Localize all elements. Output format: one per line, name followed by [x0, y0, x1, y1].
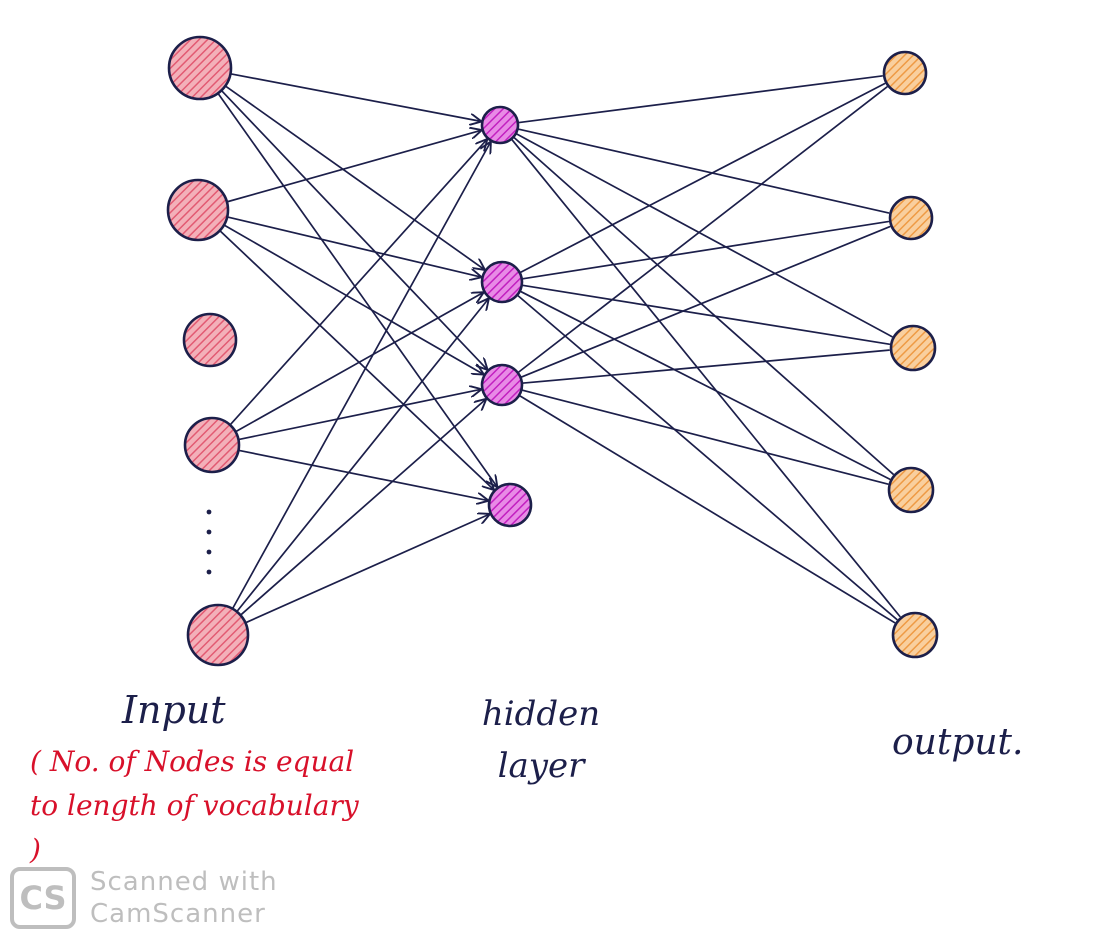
connection-lines	[217, 72, 901, 624]
edge-input-3-hidden-2	[237, 389, 480, 441]
input-ellipsis	[206, 509, 212, 575]
edge-hidden-1-output-4	[516, 294, 898, 621]
edge-input-0-hidden-1	[224, 85, 484, 269]
edge-hidden-2-output-0	[516, 86, 888, 374]
edge-hidden-0-output-1	[516, 128, 890, 214]
edge-hidden-1-output-2	[520, 284, 891, 346]
input-layer-label: Input	[122, 688, 226, 732]
camscanner-logo: CS	[10, 867, 76, 929]
edge-input-4-hidden-0	[231, 143, 491, 610]
edge-hidden-0-output-0	[517, 75, 884, 124]
watermark-line-2: CamScanner	[90, 899, 266, 929]
edge-input-0-hidden-0	[229, 72, 480, 121]
edge-input-3-hidden-3	[237, 449, 487, 500]
edge-hidden-2-output-4	[518, 394, 896, 624]
edge-input-0-hidden-2	[220, 89, 486, 369]
hidden-node-3	[480, 363, 524, 407]
output-node-5	[891, 611, 939, 659]
edge-hidden-1-output-0	[518, 82, 886, 274]
input-node-5	[186, 603, 250, 667]
edge-hidden-0-output-2	[514, 132, 893, 338]
output-node-2	[888, 195, 934, 241]
camscanner-watermark: CS Scanned with CamScanner	[10, 866, 278, 930]
hidden-node-4	[487, 482, 533, 528]
edge-input-1-hidden-0	[226, 130, 481, 203]
input-node-4	[183, 416, 241, 474]
edge-input-0-hidden-3	[217, 92, 497, 486]
watermark-text: Scanned with CamScanner	[90, 866, 278, 930]
output-node-3	[889, 324, 937, 372]
watermark-line-1: Scanned with	[90, 867, 278, 897]
edge-input-3-hidden-1	[234, 293, 483, 433]
edge-input-4-hidden-1	[235, 299, 488, 613]
edge-hidden-1-output-1	[520, 220, 890, 280]
edge-hidden-2-output-2	[521, 349, 890, 385]
hidden-node-2	[480, 260, 524, 304]
edge-input-1-hidden-1	[226, 216, 480, 277]
hidden-layer-label: hidden layer	[481, 694, 601, 786]
edge-hidden-0-output-4	[510, 138, 901, 618]
output-node-1	[882, 50, 928, 96]
input-node-1	[167, 35, 233, 101]
edge-input-4-hidden-2	[239, 400, 486, 617]
edge-hidden-0-output-3	[512, 136, 894, 475]
edge-input-3-hidden-0	[229, 140, 487, 426]
output-node-4	[887, 466, 935, 514]
input-node-3	[182, 312, 238, 368]
edge-hidden-2-output-1	[519, 225, 891, 379]
edge-hidden-1-output-3	[518, 290, 891, 480]
network-nodes	[166, 35, 939, 667]
edge-input-4-hidden-3	[244, 514, 489, 624]
hidden-node-1	[480, 105, 520, 145]
edge-hidden-2-output-3	[520, 389, 889, 485]
input-node-count-note: ( No. of Nodes is equal to length of voc…	[30, 745, 359, 866]
edge-input-1-hidden-2	[223, 224, 483, 374]
edge-input-1-hidden-3	[218, 229, 493, 490]
input-node-2	[166, 178, 230, 242]
output-layer-label: output.	[892, 722, 1024, 763]
